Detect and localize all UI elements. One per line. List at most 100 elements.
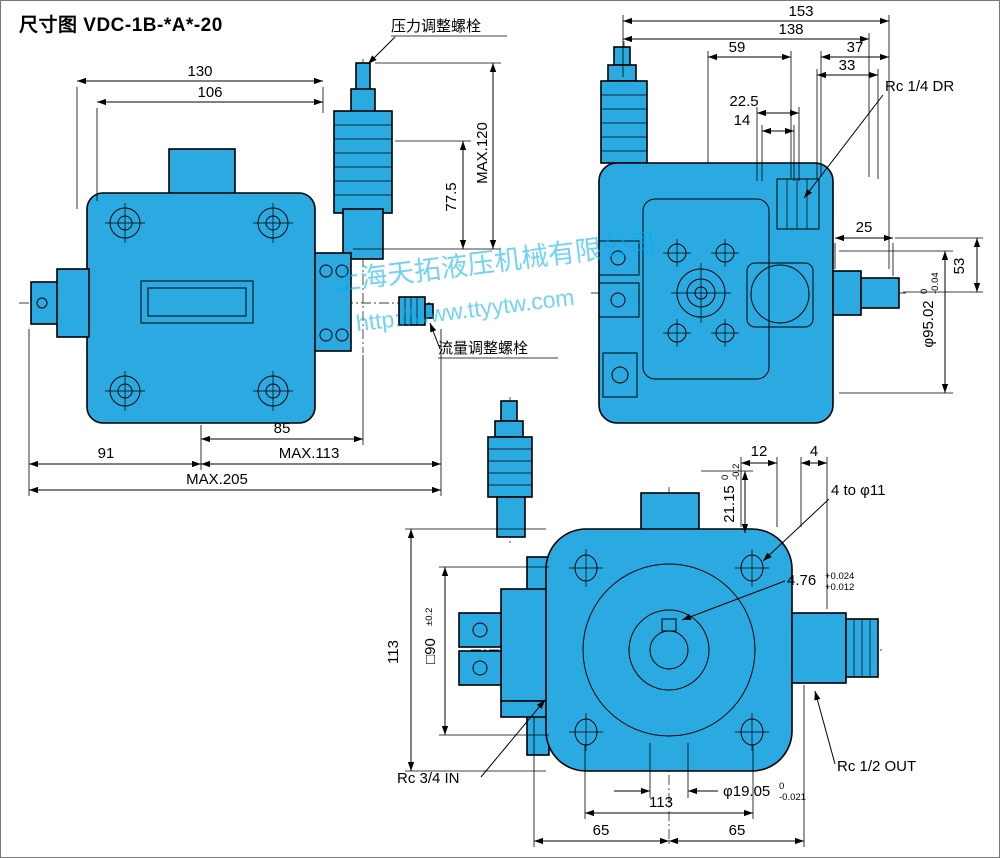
mounting-hole: [105, 371, 145, 411]
rear-view: 12 4 21.15 0-0.2 4 to φ11 4.76 +0.024+0.…: [385, 397, 916, 847]
svg-text:MAX.205: MAX.205: [186, 471, 248, 488]
svg-text:25: 25: [856, 219, 873, 236]
svg-text:91: 91: [98, 445, 115, 462]
svg-text:138: 138: [778, 21, 803, 38]
svg-text:4: 4: [810, 443, 818, 460]
bolt-holes: [663, 239, 739, 347]
shaft-end: [30, 281, 60, 325]
svg-text:压力调整螺栓: 压力调整螺栓: [391, 18, 481, 35]
pressure-bolt-column: [333, 110, 393, 214]
svg-text:65: 65: [593, 822, 610, 839]
dim-keyway-width: 4.76 +0.024+0.012: [681, 571, 854, 621]
dim-65-left: 65: [533, 717, 669, 847]
svg-text:65: 65: [729, 822, 746, 839]
svg-text:113: 113: [385, 640, 402, 664]
dim-130: 130: [76, 63, 324, 209]
callout-flow-bolt: 流量调整螺栓: [429, 322, 558, 359]
svg-text:59: 59: [729, 39, 746, 56]
flow-bolt: [398, 296, 426, 326]
pressure-bolt-column: [487, 436, 533, 498]
svg-text:4 to φ11: 4 to φ11: [831, 482, 886, 499]
svg-text:14: 14: [734, 112, 751, 129]
svg-text:21.15: 21.15: [721, 485, 738, 523]
svg-text:22.5: 22.5: [729, 93, 758, 110]
dim-22-5: 22.5: [729, 93, 800, 181]
pressure-bolt-neck: [342, 208, 384, 260]
rear-view-body: [458, 400, 879, 772]
page-title: 尺寸图 VDC-1B-*A*-20: [19, 13, 223, 36]
svg-text:37: 37: [847, 39, 864, 56]
flange-hole: [569, 713, 603, 751]
svg-text:φ19.05: φ19.05: [723, 783, 770, 800]
svg-text:0-0.04: 0-0.04: [919, 272, 941, 294]
callout-pressure-bolt: 压力调整螺栓: [367, 18, 507, 65]
dim-37: 37: [820, 39, 889, 177]
svg-text:85: 85: [274, 420, 291, 437]
svg-text:53: 53: [951, 258, 968, 275]
svg-text:0-0.2: 0-0.2: [720, 464, 742, 480]
watermark-url: http://www.ttyytw.com: [354, 284, 575, 337]
svg-text:□90: □90: [422, 638, 439, 664]
svg-text:Rc 1/4 DR: Rc 1/4 DR: [885, 78, 954, 95]
svg-text:Rc 1/2 OUT: Rc 1/2 OUT: [837, 758, 916, 775]
svg-text:12: 12: [751, 443, 768, 460]
dim-max113: MAX.113: [201, 329, 442, 496]
svg-text:MAX.120: MAX.120: [474, 122, 491, 184]
front-view: 130 106 MAX.120 77.5 85 91: [19, 18, 558, 496]
flange-hole: [735, 713, 769, 751]
dim-25: 25: [834, 219, 894, 276]
svg-text:Rc 3/4 IN: Rc 3/4 IN: [397, 770, 460, 787]
pressure-bolt-nut: [494, 420, 524, 438]
dim-77-5: 77.5: [395, 140, 471, 249]
mounting-hole: [253, 371, 293, 411]
drain-port-section: [776, 178, 820, 230]
pressure-bolt-rod: [355, 62, 371, 92]
pressure-bolt-rod: [500, 400, 518, 422]
center-boss: [671, 263, 731, 323]
shaft-boss: [56, 268, 90, 338]
callout-mounting-holes: 4 to φ11: [762, 482, 886, 562]
callout-drain-port: Rc 1/4 DR: [803, 78, 954, 199]
dim-max205: MAX.205: [29, 471, 441, 494]
dim-113-horizontal: 113: [584, 745, 754, 819]
svg-text:流量调整螺栓: 流量调整螺栓: [438, 340, 528, 357]
keyway: [661, 618, 677, 632]
shaft-boss: [832, 270, 862, 316]
dim-max120: MAX.120: [353, 62, 501, 250]
dim-106: 106: [96, 84, 323, 201]
svg-text:4.76: 4.76: [787, 572, 816, 589]
mounting-hole: [253, 203, 293, 243]
outlet-block: [791, 612, 847, 684]
dim-85: 85: [200, 355, 364, 470]
dim-113-vertical: 113: [385, 528, 546, 772]
dim-91: 91: [28, 329, 201, 496]
dim-65-right: 65: [669, 685, 805, 847]
dim-53: 53: [895, 237, 983, 293]
top-tab: [640, 492, 700, 532]
front-view-body: [30, 62, 434, 424]
side-view: 153 138 59 37 33 22.5: [591, 3, 983, 424]
front-plate: [642, 198, 770, 380]
svg-text:130: 130: [187, 63, 212, 80]
pressure-bolt-nut: [350, 88, 376, 114]
pressure-bolt-rod: [613, 46, 631, 66]
svg-text:MAX.113: MAX.113: [279, 445, 340, 462]
nameplate: [140, 280, 254, 324]
dim-shaft-diameter: φ19.05 0-0.021: [614, 743, 806, 803]
dim-12: 12: [740, 443, 778, 527]
side-port-circle: [750, 264, 810, 324]
flow-bolt-tip: [424, 303, 434, 319]
dim-spigot-diameter: φ95.02 0-0.04: [839, 250, 953, 394]
svg-text:φ95.02: φ95.02: [920, 300, 937, 347]
svg-text:0-0.021: 0-0.021: [779, 781, 806, 803]
svg-text:77.5: 77.5: [443, 182, 460, 211]
svg-text:+0.024+0.012: +0.024+0.012: [825, 571, 854, 593]
svg-text:33: 33: [839, 57, 856, 74]
callout-outlet-port: Rc 1/2 OUT: [814, 690, 916, 775]
mounting-hole: [105, 203, 145, 243]
side-view-body: [598, 46, 900, 424]
shaft: [860, 277, 900, 309]
body-block: [500, 588, 548, 702]
